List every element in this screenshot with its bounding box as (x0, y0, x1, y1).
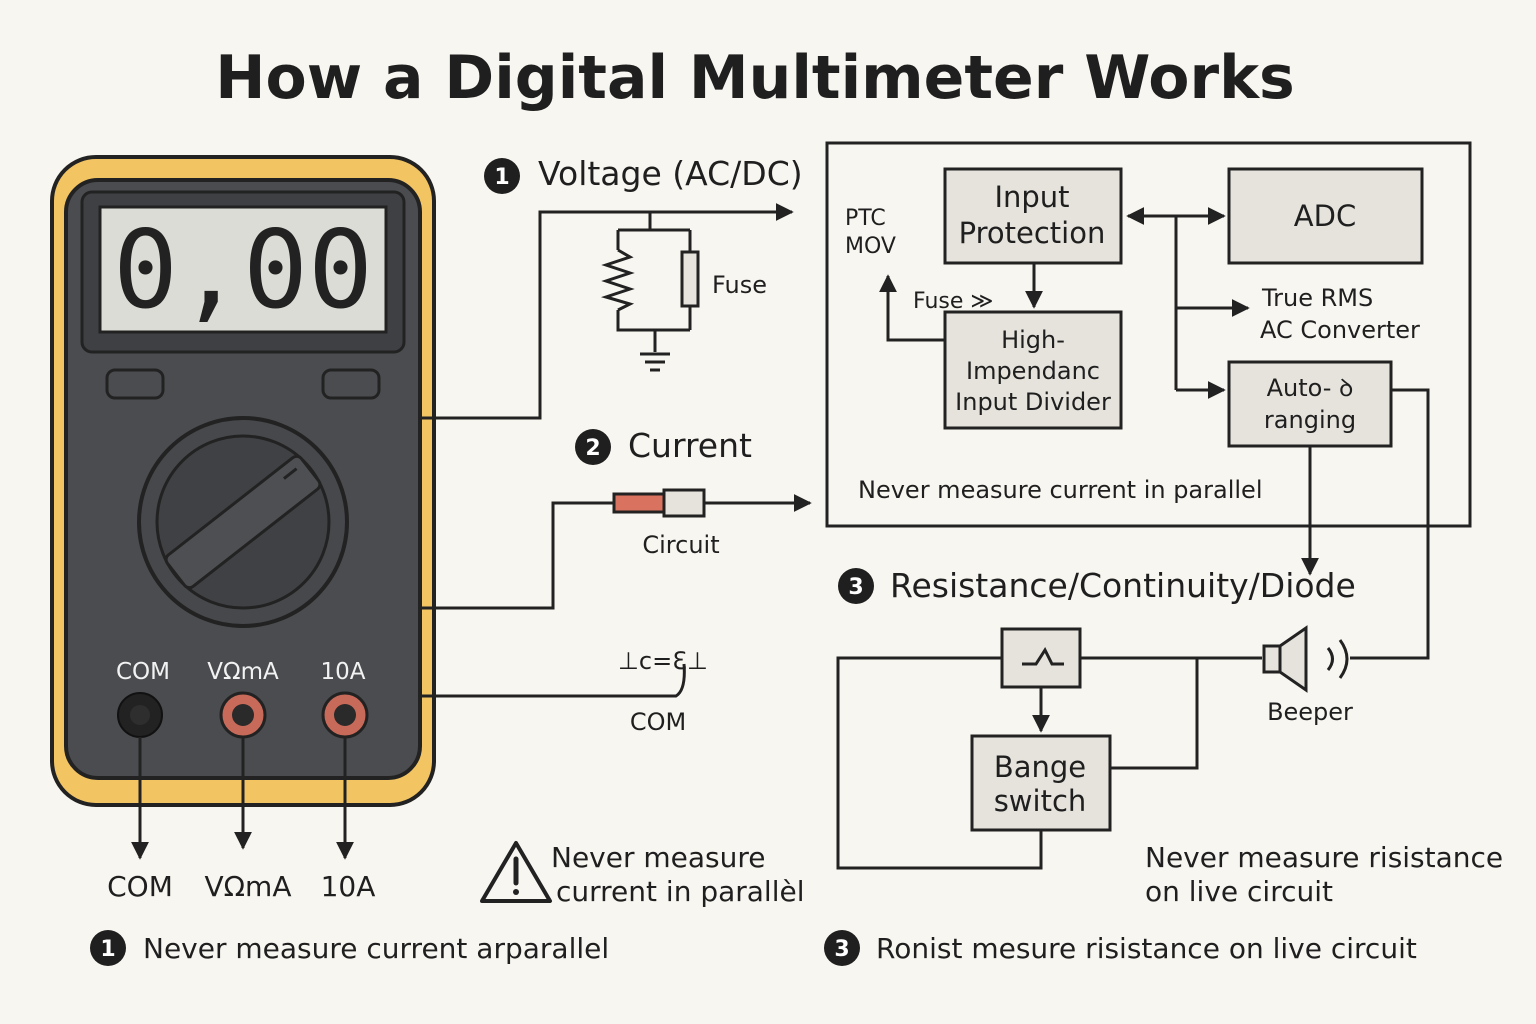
shunt-cap-icon (662, 488, 706, 518)
footer-text-left: Never measure current arparallel (143, 932, 609, 965)
section-resistance: 3 Resistance/Continuity/Diode Bange swit… (836, 566, 1503, 908)
lead-label-10a: 10A (321, 870, 376, 903)
input-protection-line-2: Protection (959, 216, 1106, 250)
resistance-loop-wire (836, 656, 1262, 870)
com-wire (420, 663, 686, 698)
lcd-screen (98, 205, 388, 334)
signal-wave-icon (1022, 646, 1064, 666)
shunt-resistor-icon (612, 492, 666, 514)
true-rms-line-1: True RMS (1261, 284, 1373, 312)
section-title-current: Current (628, 426, 752, 465)
jack-vohm[interactable] (219, 691, 267, 739)
section-current: 2 Current Circuit (420, 426, 812, 610)
fuse-icon (680, 250, 700, 308)
autoranging-block (1227, 360, 1393, 448)
section-number-badge (484, 158, 520, 194)
divider-line-3: Input Divider (955, 388, 1111, 416)
parallel-warning: Never measure current in parallèl (480, 841, 805, 908)
footer-number-right: 3 (834, 937, 849, 962)
meter-button-left[interactable] (105, 368, 165, 400)
multimeter: 0,00 COM VΩmA 10A COM (50, 155, 436, 903)
jack-label-vohm: VΩmA (207, 659, 279, 685)
jack-label-10a: 10A (320, 659, 365, 685)
fuse-label: Fuse (712, 271, 767, 299)
rotary-dial[interactable] (137, 416, 349, 628)
lead-label-vohm: VΩmA (205, 870, 292, 903)
true-rms-line-2: AC Converter (1260, 316, 1420, 344)
page-title: How a Digital Multimeter Works (215, 43, 1294, 113)
com-symbol: ⊥c=ℇ⊥ (618, 647, 708, 675)
range-switch-line-2: switch (994, 784, 1087, 818)
section-title-voltage: Voltage (AC/DC) (538, 154, 803, 193)
com-connection: ⊥c=ℇ⊥ COM (420, 647, 708, 736)
section-number: 1 (494, 165, 509, 190)
triangle-warning-line-2: current in parallèl (556, 875, 805, 908)
footer-number-badge (90, 930, 126, 966)
section-number: 2 (585, 436, 600, 461)
section-number-badge (575, 429, 611, 465)
mov-label: MOV (845, 234, 896, 259)
section-title-resistance: Resistance/Continuity/Diode (890, 566, 1356, 605)
jack-10a[interactable] (321, 691, 369, 739)
lead-label-com: COM (107, 870, 173, 903)
box-warning: Never measure current in parallel (858, 476, 1262, 504)
autoranging-line-2: ranging (1264, 406, 1356, 434)
resistance-warning-line-2: on live circuit (1145, 875, 1333, 908)
divider-block (943, 310, 1123, 430)
triangle-warning-line-1: Never measure (551, 841, 766, 874)
footer-number-left: 1 (100, 937, 115, 962)
section-number: 3 (848, 575, 863, 600)
beeper-label: Beeper (1267, 698, 1353, 726)
input-protection-line-1: Input (994, 180, 1069, 214)
section-voltage: 1 Voltage (AC/DC) Fuse (420, 154, 803, 420)
resistance-warning-line-1: Never measure risistance (1145, 841, 1503, 874)
meter-button-right[interactable] (321, 368, 381, 400)
footer-text-right: Ronist mesure risistance on live circuit (876, 932, 1417, 965)
warning-triangle-icon (480, 841, 552, 903)
section-number-badge (838, 568, 874, 604)
beeper-icon (1262, 625, 1349, 693)
voltage-parallel-network (616, 212, 692, 352)
divider-line-1: High- (1001, 326, 1065, 354)
autoranging-line-1: Auto- ꝺ (1267, 374, 1354, 402)
jack-com[interactable] (117, 692, 163, 738)
current-wire (420, 494, 812, 610)
footer-number-badge (824, 930, 860, 966)
signal-path-block: PTC MOV Input Protection ADC True RMS AC… (825, 141, 1472, 528)
divider-feedback-arrow (879, 274, 945, 342)
ground-icon (640, 352, 670, 372)
resistor-icon (600, 248, 635, 312)
adc-block (1227, 167, 1424, 265)
divider-line-2: Impendanc (966, 357, 1100, 385)
footer-note-left: 1 Never measure current arparallel (90, 930, 609, 966)
jack-label-com: COM (116, 659, 170, 685)
footer-note-right: 3 Ronist mesure risistance on live circu… (824, 930, 1417, 966)
range-switch-block (970, 734, 1112, 832)
beeper-return-wire (1350, 388, 1430, 660)
circuit-label: Circuit (642, 531, 719, 559)
com-label: COM (630, 708, 686, 736)
range-switch-line-1: Bange (994, 750, 1086, 784)
voltage-wire (420, 203, 794, 420)
signal-path-frame (825, 141, 1472, 528)
lcd-reading: 0,00 (113, 208, 373, 333)
adc-label: ADC (1294, 199, 1356, 233)
fuse-arrow-label: Fuse ≫ (913, 289, 993, 314)
ptc-label: PTC (845, 206, 886, 231)
